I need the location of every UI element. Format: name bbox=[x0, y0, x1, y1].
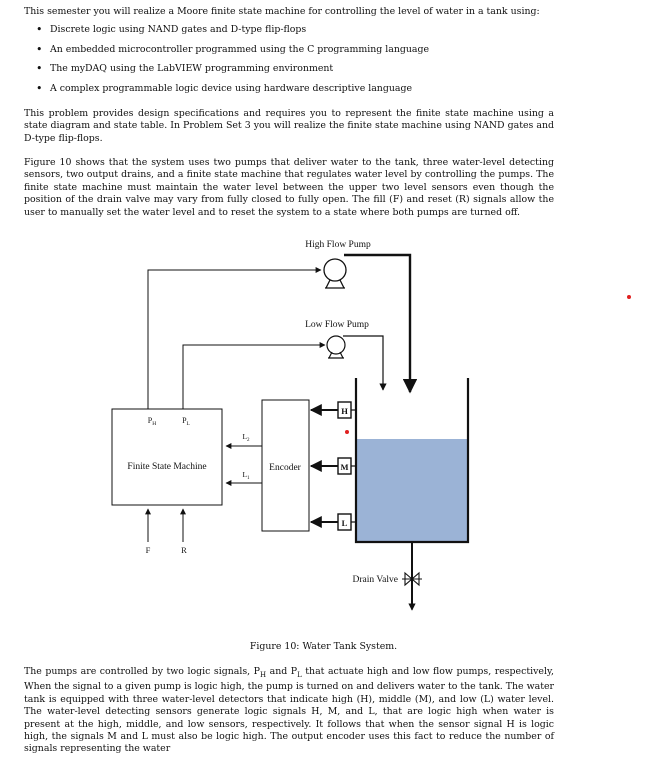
bullet-item: Discrete logic using NAND gates and D-ty… bbox=[24, 24, 429, 44]
l1-label: L1 bbox=[242, 470, 250, 481]
high-flow-pump-icon bbox=[323, 258, 347, 289]
sensor-high-label: H bbox=[341, 406, 348, 416]
high-flow-pump-label: High Flow Pump bbox=[305, 240, 371, 250]
encoder-label: Encoder bbox=[269, 463, 301, 473]
fsm-block bbox=[111, 408, 223, 506]
figure-caption: Figure 10: Water Tank System. bbox=[249, 641, 398, 652]
pl-label: PL bbox=[182, 416, 190, 427]
l2-label: L2 bbox=[242, 432, 250, 443]
water-tank-diagram: High Flow Pump Low Flow Pump Finite Stat… bbox=[111, 240, 631, 611]
bullet-item: The myDAQ using the LabVIEW programming … bbox=[24, 63, 429, 83]
sensor-low-label: L bbox=[342, 518, 348, 528]
ph-label: PH bbox=[148, 416, 156, 427]
low-flow-pump-icon bbox=[326, 335, 346, 359]
paragraph-system-description: Figure 10 shows that the system uses two… bbox=[24, 157, 554, 218]
fill-signal-label: F bbox=[146, 545, 151, 555]
bullet-item: An embedded microcontroller programmed u… bbox=[24, 44, 429, 64]
paragraph-pump-control: The pumps are controlled by two logic si… bbox=[24, 666, 554, 755]
paragraph-design-spec: This problem provides design specificati… bbox=[24, 108, 554, 144]
tank-water bbox=[356, 439, 468, 542]
drain-valve-icon bbox=[402, 571, 422, 587]
reset-signal-label: R bbox=[181, 545, 187, 555]
fsm-label: Finite State Machine bbox=[127, 462, 206, 472]
bullet-item: A complex programmable logic device usin… bbox=[24, 83, 429, 103]
intro-text: This semester you will realize a Moore f… bbox=[24, 6, 540, 17]
bullet-list: Discrete logic using NAND gates and D-ty… bbox=[24, 24, 429, 102]
sensor-middle-label: M bbox=[340, 462, 348, 472]
drain-valve-label: Drain Valve bbox=[353, 575, 398, 585]
low-flow-pump-label: Low Flow Pump bbox=[305, 320, 369, 330]
encoder-block bbox=[261, 399, 310, 532]
